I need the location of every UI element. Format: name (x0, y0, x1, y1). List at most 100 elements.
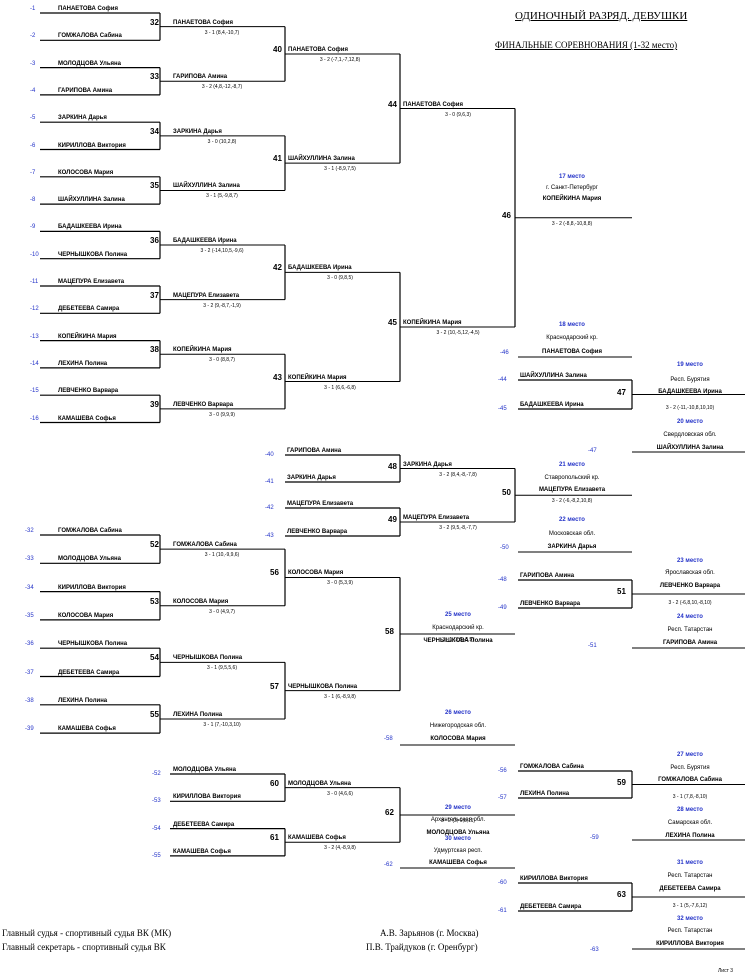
seed-number: -15 (30, 388, 39, 395)
region-label: Респ. Татарстан (667, 928, 713, 934)
seed-player: ЛЕХИНА Полина (58, 360, 108, 367)
judge-name: А.В. Зарьянов (г. Москва) (380, 928, 479, 938)
match-player: ЛЕВЧЕНКО Варвара (287, 529, 348, 535)
match-number: 52 (150, 540, 159, 550)
match-score: 3 - 1 (9,5,5,6) (206, 665, 238, 672)
match-score: 3 - 1 (5,-9,8,7) (206, 193, 238, 200)
match-score: 3 - 1 (7,8,-8,10) (672, 794, 708, 800)
place-label: 28 место (677, 807, 703, 813)
region-label: Самарская обл. (667, 820, 713, 826)
match-score: 3 - 2 (4,-8,9,8) (324, 845, 356, 852)
place-label: 26 место (445, 710, 471, 716)
match-player: ЛЕВЧЕНКО Варвара (520, 601, 581, 607)
match-number: 53 (150, 596, 159, 606)
seed-player: КАМАШЕВА Софья (58, 726, 116, 733)
match-number: 50 (502, 488, 511, 498)
loser-ref: -56 (498, 768, 507, 774)
match-winner: ГОМЖАЛОВА Сабина (173, 542, 237, 549)
loser-ref: -45 (498, 406, 507, 412)
match-score: 3 - 1 (10,-9,9,6) (204, 552, 240, 559)
match-winner: ПАНАЕТОВА София (173, 19, 233, 26)
match-number: 36 (150, 236, 159, 246)
match-number: 55 (150, 709, 159, 719)
match-number: 41 (273, 154, 282, 164)
seed-player: БАДАШКЕЕВА Ирина (58, 224, 122, 231)
loser-ref: -63 (590, 947, 599, 953)
match-score: 3 - 0 (4,6,6) (327, 790, 353, 797)
loser-ref: -62 (384, 862, 393, 868)
seed-number: -4 (30, 87, 36, 94)
match-winner: ЛЕХИНА Полина (173, 711, 223, 718)
seed-number: -10 (30, 251, 39, 258)
match-winner: ЧЕРНЫШКОВА Полина (288, 683, 358, 690)
secretary-role: Главный секретарь - спортивный судья ВК (2, 942, 166, 952)
place-label: 22 место (559, 517, 585, 523)
match-player: КИРИЛЛОВА Виктория (520, 876, 588, 882)
seed-player: ЛЕХИНА Полина (58, 697, 108, 704)
match-score: 3 - 2 (9,5,-8,-7,7) (439, 525, 477, 531)
match-winner: БАДАШКЕЕВА Ирина (288, 265, 352, 272)
match-winner: ЛЕВЧЕНКО Варвара (173, 401, 234, 408)
match-number: 62 (385, 807, 394, 817)
match-number: 43 (273, 372, 282, 382)
match-number: 32 (150, 17, 159, 27)
match-winner: ШАЙХУЛЛИНА Залина (173, 183, 240, 190)
page-title: ОДИНОЧНЫЙ РАЗРЯД. ДЕВУШКИ (515, 10, 688, 22)
judge-role: Главный судья - спортивный судья ВК (МК) (2, 928, 172, 938)
match-score: 3 - 2 (8,4,-8,-7,8) (439, 471, 477, 478)
match-score: 3 - 0 (9,6,3) (445, 111, 471, 118)
region-label: Респ. Татарстан (667, 627, 713, 633)
match-score: 3 - 2 (-6,-8,2,10,8) (551, 498, 593, 505)
place-winner: ГОМЖАЛОВА Сабина (658, 777, 722, 783)
place-loser: ЗАРКИНА Дарья (547, 544, 597, 550)
match-player: ГОМЖАЛОВА Сабина (520, 764, 584, 770)
match-player: ШАЙХУЛЛИНА Залина (520, 373, 587, 379)
seed-number: -37 (25, 669, 34, 676)
match-player: БАДАШКЕЕВА Ирина (520, 402, 584, 408)
seed-player: МОЛОДЦОВА Ульяна (58, 556, 121, 563)
match-number: 35 (150, 181, 159, 191)
seed-player: ГАРИПОВА Амина (58, 87, 113, 94)
match-score: 3 - 2 (-11,-10,8,10,10) (665, 405, 715, 411)
region-label: Архангельская обл. (430, 817, 486, 823)
loser-ref: -58 (384, 736, 393, 742)
seed-player: ДЕБЕТЕЕВА Самира (58, 306, 120, 313)
seed-number: -32 (25, 528, 34, 534)
match-number: 39 (150, 399, 159, 409)
match-score: 3 - 1 (7,-10,3,10) (203, 721, 241, 728)
seed-player: ЗАРКИНА Дарья (58, 115, 107, 122)
match-score: 3 - 0 (4,9,7) (209, 608, 235, 615)
place-label: 25 место (445, 612, 471, 618)
seed-player: КАМАШЕВА Софья (58, 415, 116, 422)
match-number: 37 (150, 290, 159, 300)
place-label: 30 место (445, 836, 471, 842)
match-winner: МАЦЕПУРА Елизавета (403, 515, 470, 521)
match-player: ЗАРКИНА Дарья (287, 475, 336, 481)
seed-number: -34 (25, 584, 34, 591)
seed-player: МОЛОДЦОВА Ульяна (173, 767, 236, 773)
seed-number: -7 (30, 169, 36, 176)
match-number: 57 (270, 681, 279, 691)
seed-number: -54 (152, 825, 161, 832)
seed-player: ДЕБЕТЕЕВА Самира (173, 821, 235, 828)
loser-ref: -41 (265, 479, 274, 485)
loser-ref: -40 (265, 452, 274, 458)
match-number: 40 (273, 44, 282, 54)
seed-number: -53 (152, 798, 161, 805)
region-label: Ярославская обл. (665, 570, 715, 576)
loser-ref: -47 (588, 448, 597, 454)
seed-number: -12 (30, 306, 39, 313)
seed-number: -33 (25, 556, 34, 563)
seed-player: КОЛОСОВА Мария (58, 169, 114, 176)
seed-player: КАМАШЕВА Софья (173, 848, 231, 855)
seed-player: МОЛОДЦОВА Ульяна (58, 60, 121, 67)
seed-player: КОЛОСОВА Мария (58, 612, 114, 619)
region-label: Респ. Бурятия (670, 377, 710, 383)
seed-player: ПАНАЕТОВА София (58, 6, 118, 12)
match-player: ГАРИПОВА Амина (520, 573, 575, 579)
match-score: 3 - 2 (10,-5,12,-4,5) (436, 329, 480, 336)
match-winner: КОПЕЙКИНА Мария (288, 374, 347, 381)
place-loser: ГАРИПОВА Амина (662, 640, 718, 646)
